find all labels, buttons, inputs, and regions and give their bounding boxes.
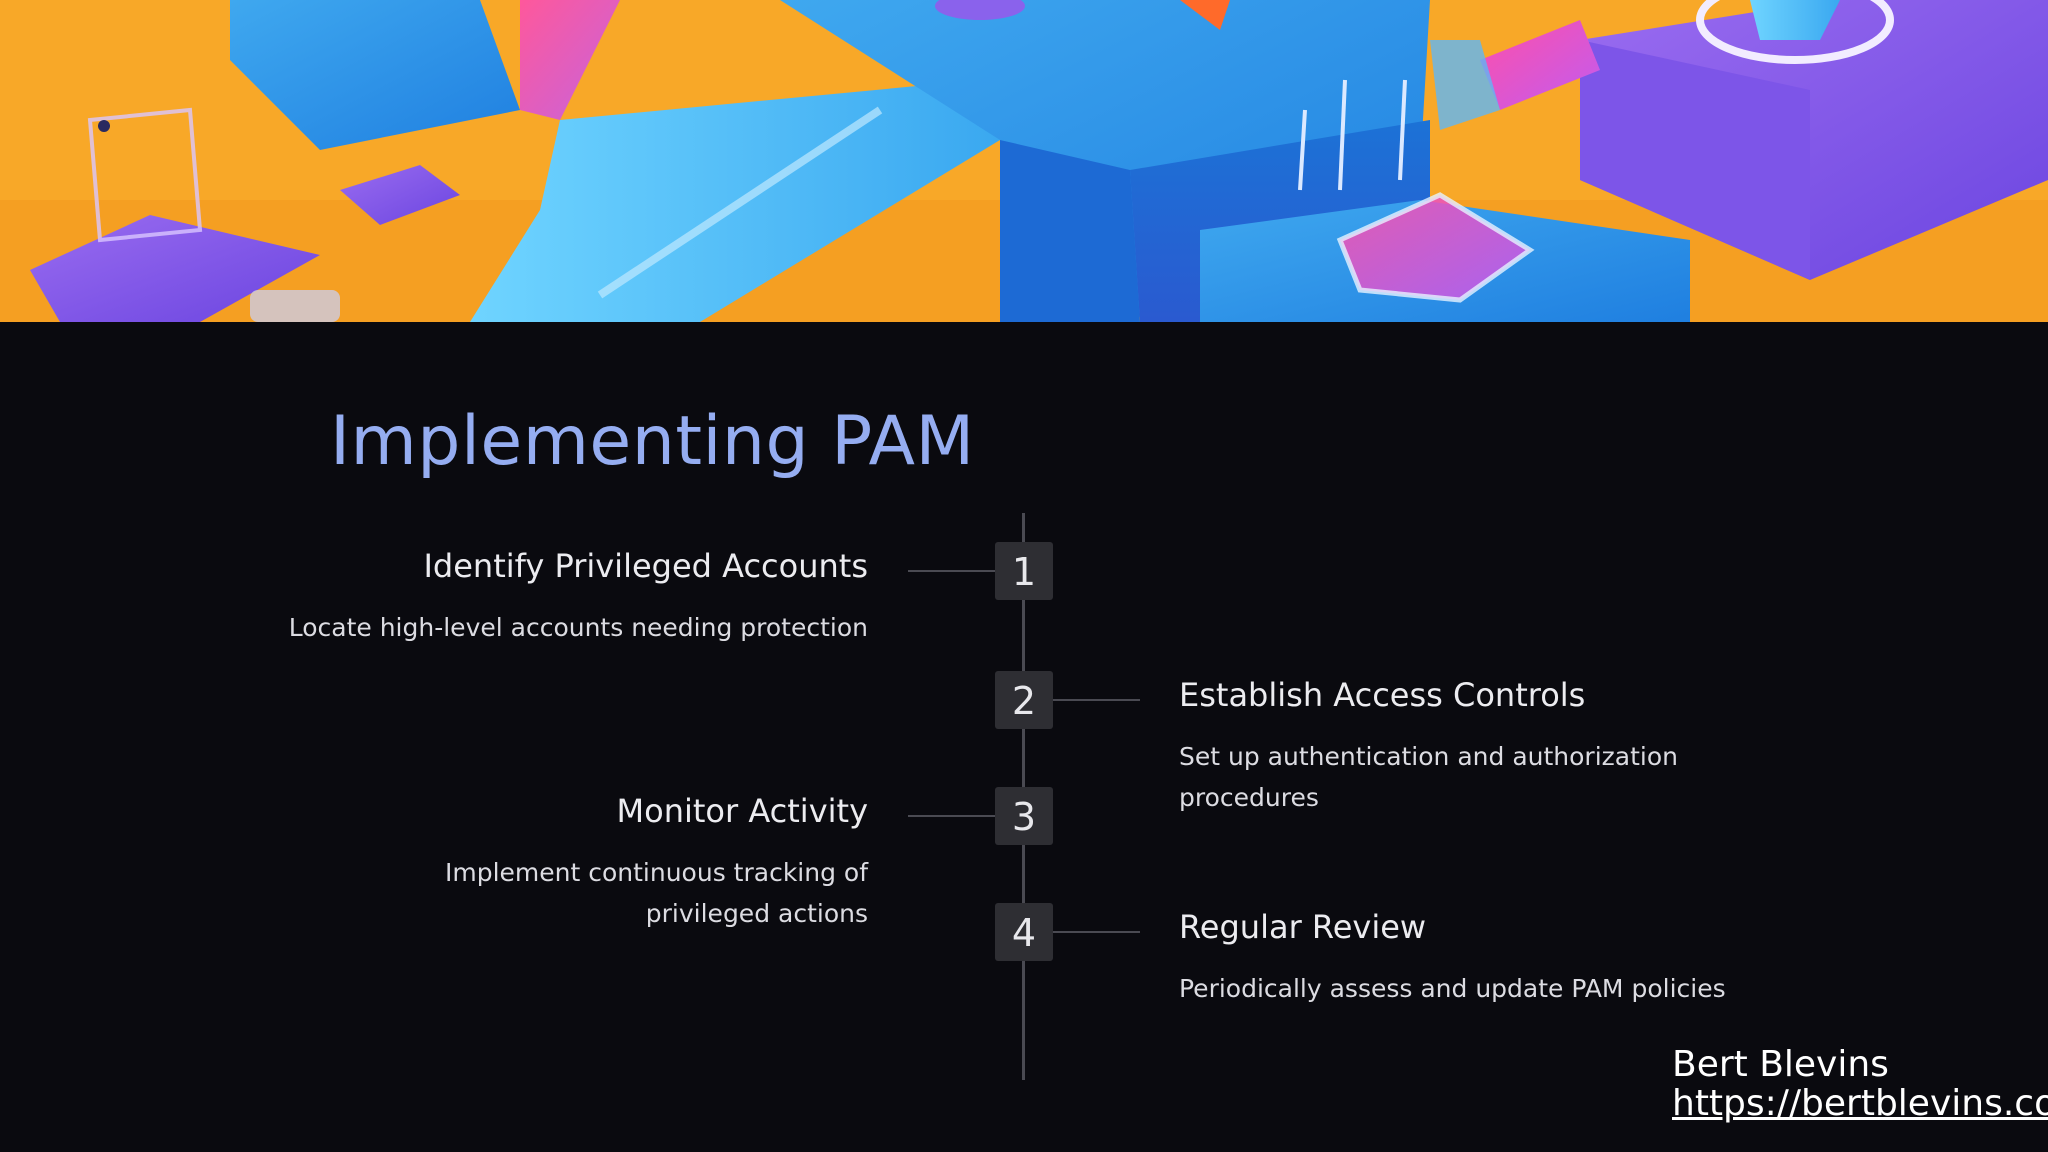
connector-step-2: [1052, 699, 1140, 701]
step-number-3: 3: [995, 787, 1053, 845]
step-4-description: Periodically assess and update PAM polic…: [1179, 974, 1726, 1003]
step-2-description: Set up authentication and authorization …: [1179, 742, 1678, 812]
step-number-1: 1: [995, 542, 1053, 600]
connector-step-4: [1052, 931, 1140, 933]
step-4-heading: Regular Review: [1179, 908, 1427, 946]
hero-image: [0, 0, 2048, 322]
step-2-heading: Establish Access Controls: [1179, 676, 1586, 714]
connector-step-1: [908, 570, 996, 572]
slide-title: Implementing PAM: [330, 402, 975, 481]
connector-step-3: [908, 815, 996, 817]
step-1-heading: Identify Privileged Accounts: [423, 547, 868, 585]
author-name: Bert Blevins: [1672, 1044, 1889, 1085]
step-number-2: 2: [995, 671, 1053, 729]
step-number-4: 4: [995, 903, 1053, 961]
isometric-illustration: [0, 0, 2048, 322]
step-3-description: Implement continuous tracking of privile…: [444, 858, 868, 928]
step-1-description: Locate high-level accounts needing prote…: [288, 613, 868, 642]
website-link[interactable]: https://bertblevins.com: [1672, 1083, 2048, 1124]
step-3-heading: Monitor Activity: [616, 792, 868, 830]
